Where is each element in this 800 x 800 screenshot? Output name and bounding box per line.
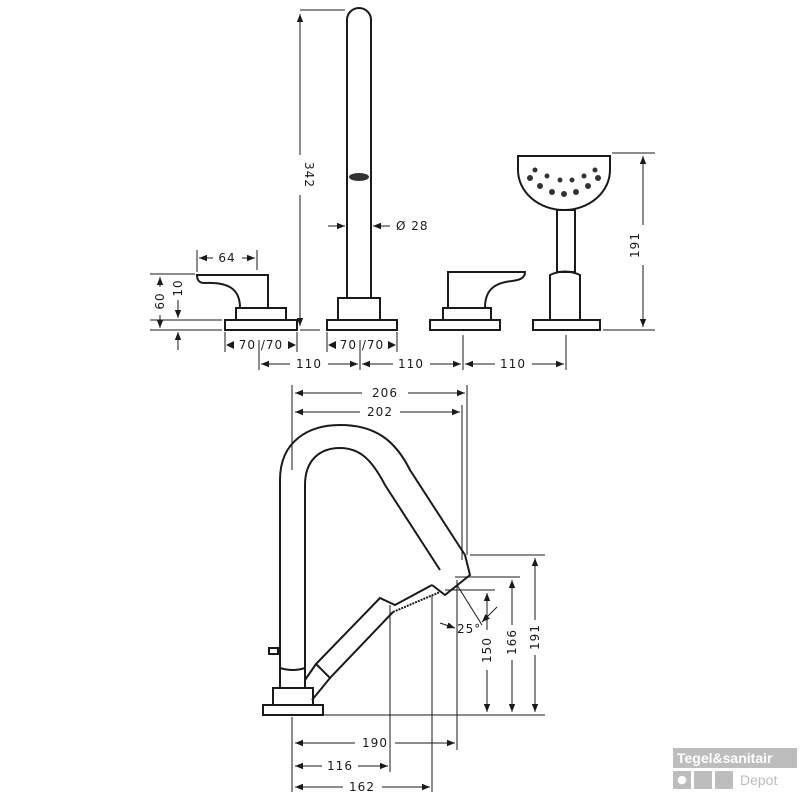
dim-166: 166 (505, 629, 519, 655)
dim-110-2: 110 (398, 357, 424, 371)
watermark-logo: Tegel&sanitair ● Depot (673, 748, 797, 789)
dim-base-left: 70 /70 (239, 338, 283, 352)
dim-110-3: 110 (500, 357, 526, 371)
dim-64: 64 (218, 251, 235, 265)
top-dimensions (150, 9, 655, 370)
dim-base-spout: 70 /70 (340, 338, 384, 352)
dim-191-top: 191 (628, 232, 642, 258)
dim-150: 150 (480, 637, 494, 663)
dim-angle: 25° (457, 622, 481, 636)
dim-162: 162 (349, 780, 375, 794)
spout (326, 7, 398, 331)
dim-10: 10 (171, 279, 185, 296)
side-dimensions (291, 385, 545, 792)
dim-190: 190 (362, 736, 388, 750)
drop-icon: ● (673, 771, 691, 789)
tile-icon (694, 771, 712, 789)
tile-icon (715, 771, 733, 789)
dim-116: 116 (327, 759, 353, 773)
dim-60: 60 (153, 292, 167, 309)
dim-206: 206 (372, 386, 398, 400)
right-handle (429, 271, 527, 331)
watermark-sub: Depot (740, 772, 778, 788)
dim-diameter: Ø 28 (396, 219, 429, 233)
side-spout (262, 423, 472, 716)
dim-110-1: 110 (296, 357, 322, 371)
left-handle (195, 274, 298, 331)
hand-shower (517, 155, 611, 331)
dim-202: 202 (367, 405, 393, 419)
watermark-brand: Tegel&sanitair (673, 748, 797, 768)
dim-191-side: 191 (528, 624, 542, 650)
dim-342: 342 (302, 162, 316, 188)
